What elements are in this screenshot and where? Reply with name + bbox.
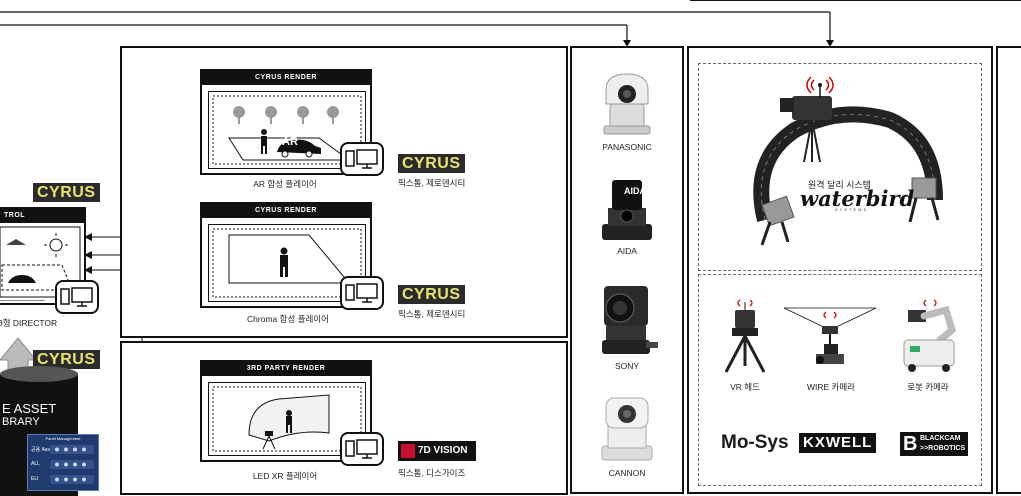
blackcam-text-1: BLACKCAM — [920, 435, 961, 442]
mosys-logo: Mo-Sys — [721, 432, 789, 453]
panel-row-1: 공용 Asset — [31, 447, 55, 453]
ledxr-render-sub: 픽스톰, 디스가이즈 — [398, 468, 466, 478]
pc-monitor-icon-ledxr — [340, 432, 384, 466]
robot-cameras-panel — [698, 274, 982, 486]
cyrus-brand-tag-chroma: CYRUS — [398, 285, 465, 304]
sevend-vision-logo: 7D VISION — [398, 441, 476, 461]
camera-label-aida: AIDA — [617, 246, 637, 256]
pc-monitor-icon-chroma — [340, 276, 384, 310]
sevend-vision-text: 7D VISION — [418, 445, 468, 456]
camera-label-sony: SONY — [614, 361, 640, 371]
blackcam-logo: B BLACKCAM >>ROBOTICS — [900, 432, 968, 456]
canon-camera-icon — [601, 397, 653, 461]
ar-scene-illustration — [212, 95, 362, 165]
sevend-vision-mark-icon — [401, 444, 415, 458]
asset-library-line1: E ASSET — [2, 401, 57, 416]
panasonic-camera-icon — [603, 73, 651, 135]
chroma-render-caption: Chroma 합성 플레이어 — [247, 314, 329, 324]
kxwell-logo: KXWELL — [799, 433, 877, 453]
panel-title: Panel Management — [45, 436, 81, 441]
ar-render-frame — [208, 91, 366, 169]
sony-camera-icon — [602, 286, 658, 354]
ar-render-header: CYRUS RENDER — [202, 71, 370, 85]
pc-monitor-icon-ar — [340, 142, 384, 176]
blackcam-text-2: >>ROBOTICS — [920, 445, 966, 452]
ar-render-caption: AR 합성 플레이어 — [253, 179, 317, 189]
robot-camera-illustration — [903, 299, 957, 372]
ar-render-screen: CYRUS RENDER AR — [200, 69, 372, 175]
ledxr-render-caption: LED XR 플레이어 — [252, 471, 318, 481]
cyrus-brand-tag-ar: CYRUS — [398, 154, 465, 173]
wire-camera-caption: WIRE 카메라 — [806, 382, 855, 392]
ledxr-render-frame — [208, 382, 366, 456]
pc-monitor-icon-director — [55, 280, 99, 314]
aida-badge: AIDA — [624, 186, 646, 196]
top-connectors — [0, 0, 1021, 47]
control-title: TROL — [0, 209, 84, 223]
waterbird-dolly-illustration — [753, 76, 943, 246]
panel-row-3: ELI — [31, 476, 39, 482]
camera-label-panasonic: PANASONIC — [602, 142, 652, 152]
wire-camera-illustration — [783, 307, 877, 364]
right-partial-section — [996, 46, 1021, 494]
blackcam-b-mark: B — [903, 433, 918, 455]
ledxr-scene-illustration — [212, 386, 362, 452]
panel-row-2: ALL — [31, 461, 40, 467]
camera-label-canon: CANNON — [608, 468, 646, 478]
ar-label: AR — [282, 136, 298, 148]
robot-camera-caption: 로봇 카메라 — [907, 382, 949, 392]
cyrus-brand-tag-bottom: CYRUS — [33, 350, 100, 369]
director-caption: 3형 DIRECTOR — [0, 318, 58, 328]
ledxr-render-header: 3RD PARTY RENDER — [202, 362, 370, 376]
vr-head-caption: VR 헤드 — [730, 382, 760, 392]
panel-slots — [50, 445, 94, 484]
dolly-panel — [698, 63, 982, 271]
chroma-render-header: CYRUS RENDER — [202, 204, 370, 218]
dolly-caption: 원격 달리 시스템 — [808, 180, 871, 190]
asset-library-line2: BRARY — [2, 416, 40, 428]
panel-management: Panel Management 공용 Asset ALL ELI — [27, 434, 99, 491]
waterbird-logo: waterbird — [800, 186, 915, 211]
cyrus-brand-tag-left: CYRUS — [33, 183, 100, 202]
waterbird-logo-sub: SYSTEMS — [835, 207, 869, 212]
aida-camera-icon — [602, 180, 652, 240]
vr-head-illustration — [724, 299, 766, 373]
chroma-render-sub: 픽스톰, 제로덴시티 — [398, 309, 466, 319]
ar-render-sub: 픽스톰, 제로덴시티 — [398, 178, 466, 188]
